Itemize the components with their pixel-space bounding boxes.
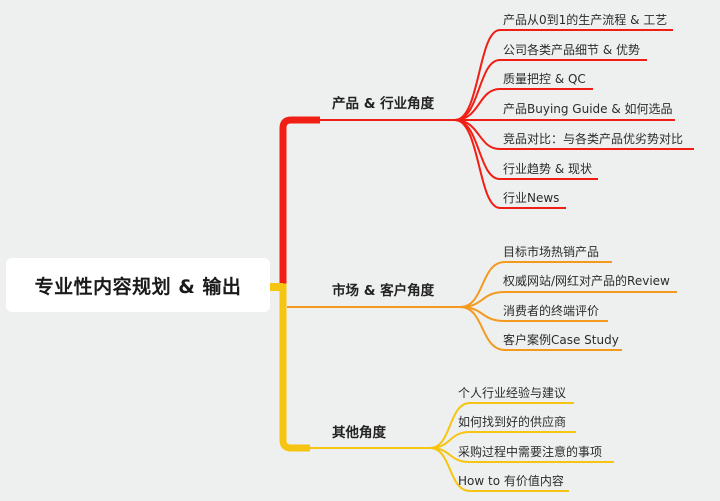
leaf-connectors-market: [459, 261, 677, 351]
leaf-node[interactable]: 行业趋势 & 现状: [503, 162, 592, 176]
leaf-node[interactable]: How to 有价值内容: [458, 474, 564, 488]
leaf-node[interactable]: 竞品对比：与各类产品优劣势对比: [503, 132, 684, 146]
leaf-node[interactable]: 消费者的终端评价: [503, 304, 600, 318]
leaf-node[interactable]: 如何找到好的供应商: [458, 415, 567, 429]
leaf-node[interactable]: 个人行业经验与建议: [458, 386, 567, 400]
trunk-yellow: [270, 283, 310, 452]
leaf-node[interactable]: 公司各类产品细节 & 优势: [503, 43, 640, 57]
branch-product-industry[interactable]: 产品 & 行业角度: [332, 96, 435, 112]
root-node[interactable]: 专业性内容规划 & 输出: [6, 258, 270, 312]
branch-market-customer[interactable]: 市场 & 客户角度: [332, 283, 435, 299]
trunk-red: [279, 116, 320, 284]
leaf-node[interactable]: 行业News: [503, 191, 560, 205]
leaf-node[interactable]: 客户案例Case Study: [503, 333, 619, 347]
root-label: 专业性内容规划 & 输出: [34, 275, 242, 298]
leaf-node[interactable]: 质量把控 & QC: [503, 72, 586, 86]
leaf-node[interactable]: 目标市场热销产品: [503, 245, 600, 259]
leaf-node[interactable]: 产品从0到1的生产流程 & 工艺: [503, 13, 668, 27]
leaf-node[interactable]: 权威网站/网红对产品的Review: [503, 274, 670, 288]
leaf-connectors-product: [454, 29, 694, 209]
leaf-node[interactable]: 产品Buying Guide & 如何选品: [503, 102, 673, 116]
leaf-node[interactable]: 采购过程中需要注意的事项: [458, 445, 603, 459]
branch-other[interactable]: 其他角度: [332, 425, 386, 441]
leaf-connectors-other: [429, 402, 614, 492]
